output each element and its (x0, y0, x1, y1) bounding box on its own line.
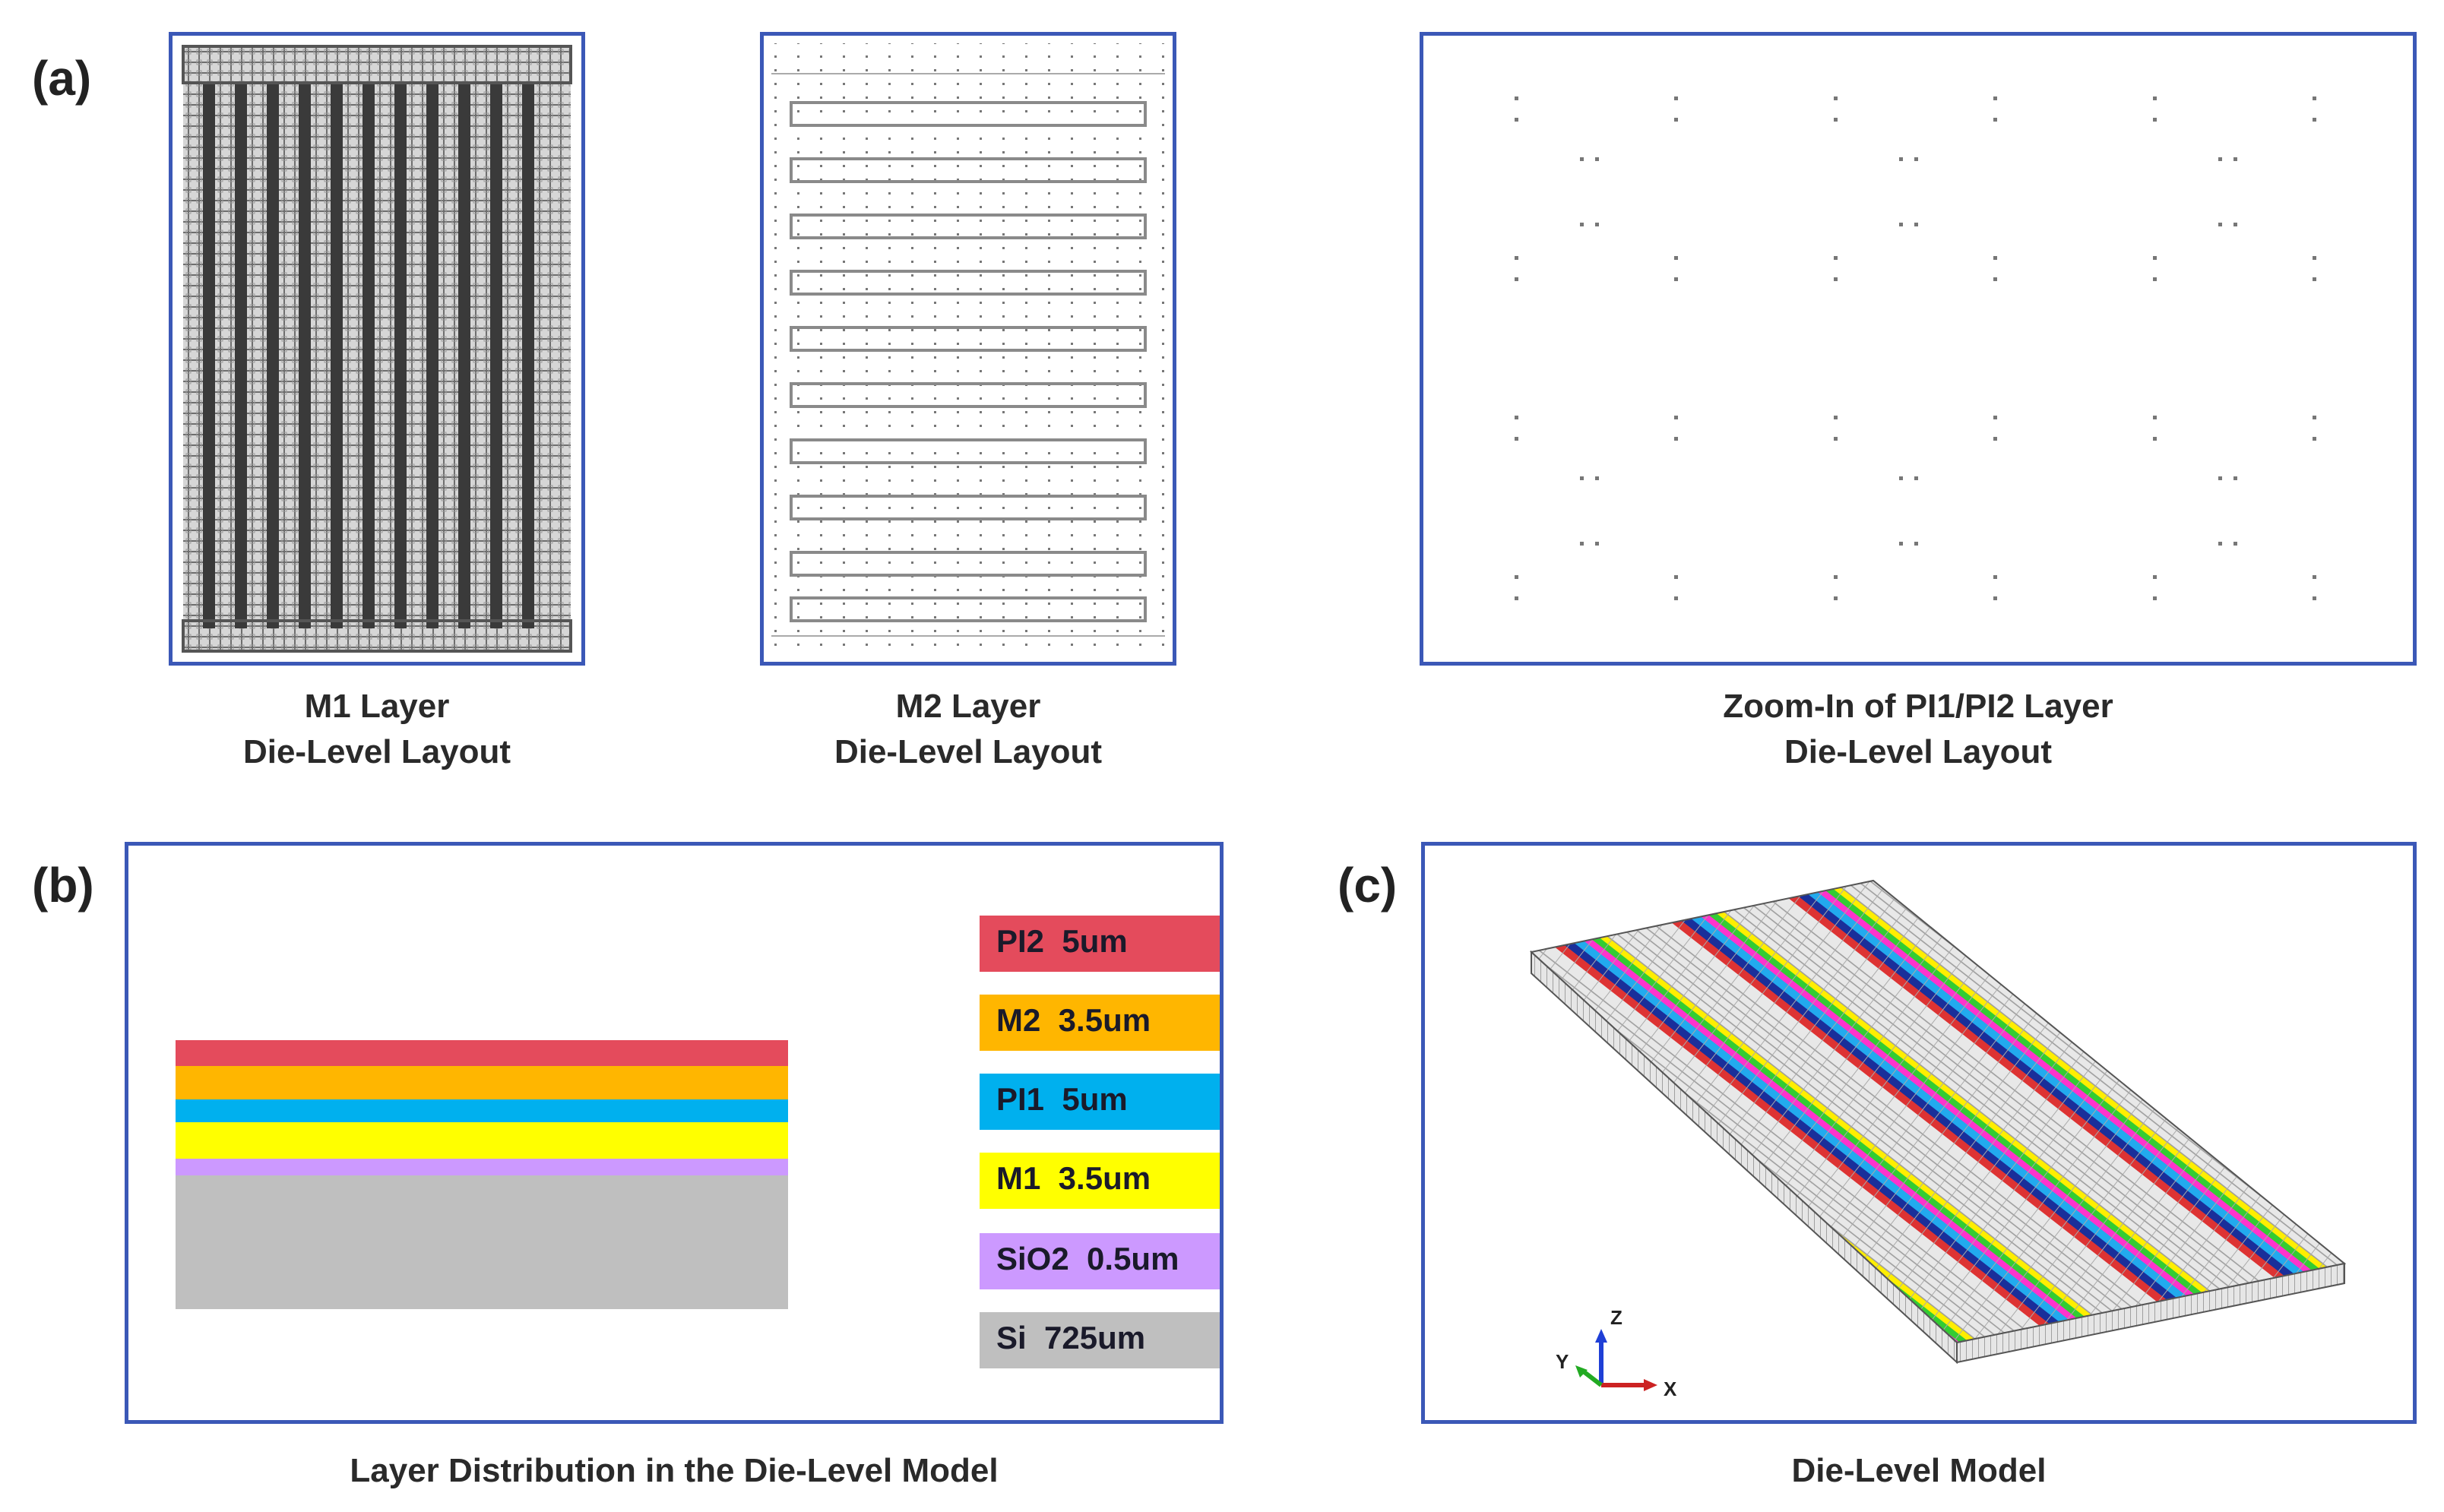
stack-layer-m1 (176, 1122, 788, 1159)
panel-label-c: (c) (1338, 858, 1398, 913)
die-model-drawing: Z X Y (1529, 879, 2347, 1400)
die-model-caption: Die-Level Model (1791, 1452, 2047, 1489)
legend-sio2-label: SiO2 0.5um (996, 1241, 1179, 1276)
die-model-top-face (1529, 879, 2347, 1344)
legend-pi1-label: PI1 5um (996, 1081, 1128, 1117)
m2-caption-line1: M2 Layer (895, 688, 1041, 725)
stack-layer-m2 (176, 1066, 788, 1099)
panel-label-b: (b) (32, 858, 94, 913)
m1-layout-drawing (182, 45, 572, 653)
zoom-caption: Zoom-In of PI1/PI2 Layer Die-Level Layou… (1420, 684, 2417, 775)
legend-sio2: SiO2 0.5um (980, 1233, 1220, 1289)
stack-layer-pi2 (176, 1040, 788, 1066)
legend-m1-label: M1 3.5um (996, 1160, 1151, 1196)
stack-layer-si (176, 1175, 788, 1309)
legend-m2: M2 3.5um (980, 995, 1220, 1051)
zoom-layout-drawing (1423, 36, 2413, 662)
m2-layout-drawing (771, 43, 1165, 651)
zoom-caption-line1: Zoom-In of PI1/PI2 Layer (1723, 688, 2113, 725)
m1-caption-line2: Die-Level Layout (242, 733, 511, 770)
zoom-caption-line2: Die-Level Layout (1784, 733, 2053, 770)
legend-pi2-label: PI2 5um (996, 923, 1128, 959)
legend-m1: M1 3.5um (980, 1153, 1220, 1209)
zoom-layout-frame (1420, 32, 2417, 666)
m2-layout-frame (760, 32, 1176, 666)
m2-caption: M2 Layer Die-Level Layout (760, 684, 1176, 775)
layer-distribution-caption: Layer Distribution in the Die-Level Mode… (350, 1452, 999, 1489)
stack-layer-pi1 (176, 1099, 788, 1122)
legend-pi2: PI2 5um (980, 916, 1220, 972)
axis-label-y: Y (1556, 1350, 1569, 1373)
m1-caption-line1: M1 Layer (304, 688, 450, 725)
stack-layer-sio2 (176, 1159, 788, 1175)
layer-distribution-frame: PI2 5um M2 3.5um PI1 5um M1 3.5um SiO2 0… (125, 842, 1224, 1424)
panel-label-a: (a) (32, 51, 92, 106)
axis-label-x: X (1664, 1378, 1677, 1400)
layer-stack (176, 1040, 788, 1309)
m1-layout-frame (169, 32, 585, 666)
die-model-frame: Z X Y (1421, 842, 2417, 1424)
legend-si: Si 725um (980, 1312, 1220, 1368)
die-model-right-edge (1956, 1262, 2345, 1364)
legend-si-label: Si 725um (996, 1320, 1146, 1355)
legend-pi1: PI1 5um (980, 1074, 1220, 1130)
m1-caption: M1 Layer Die-Level Layout (169, 684, 585, 775)
axis-label-z: Z (1610, 1306, 1622, 1329)
legend-m2-label: M2 3.5um (996, 1002, 1151, 1038)
axis-triad (1575, 1329, 1657, 1391)
m2-caption-line2: Die-Level Layout (834, 733, 1103, 770)
